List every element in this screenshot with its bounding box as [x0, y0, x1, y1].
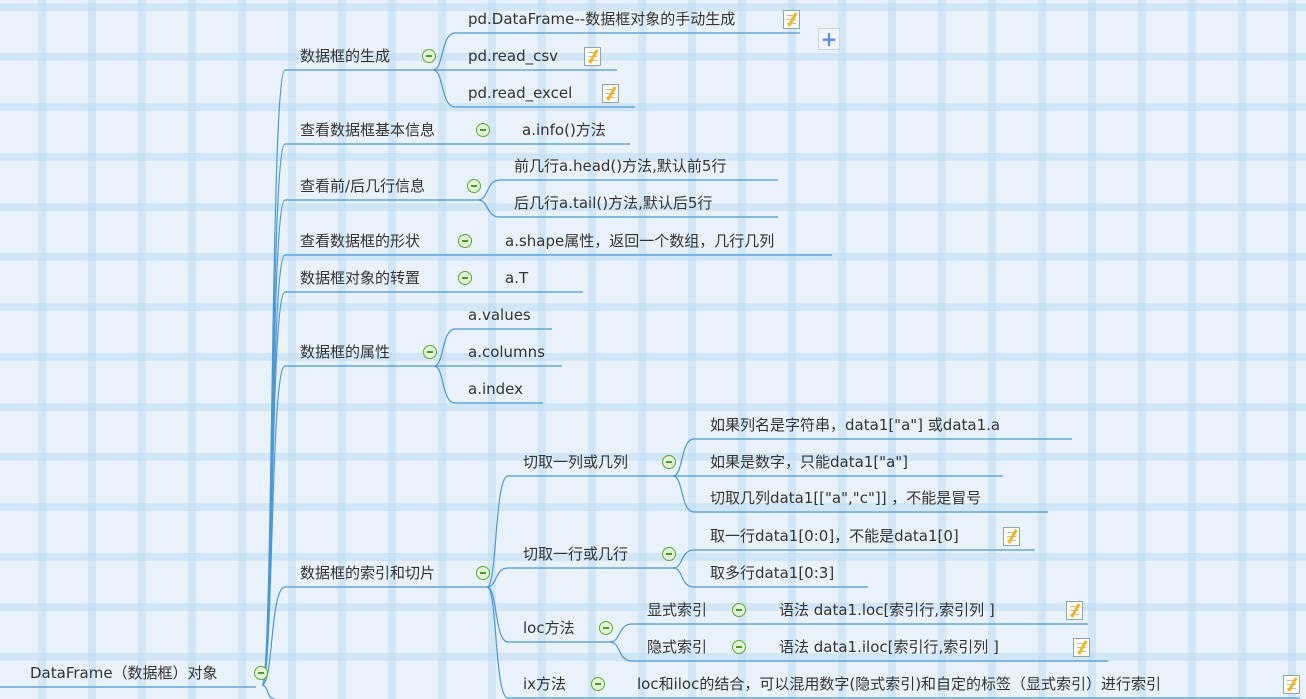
- topic-slice-columns[interactable]: 切取一列或几列: [523, 453, 629, 471]
- branch-curve: [432, 32, 456, 71]
- branch-curve: [486, 567, 509, 588]
- topic-info[interactable]: 查看数据框基本信息: [300, 121, 436, 139]
- collapse-icon[interactable]: [423, 345, 437, 359]
- subtopic[interactable]: 语法 data1.iloc[索引行,索引列 ]: [779, 638, 999, 656]
- branch-curve: [672, 438, 695, 477]
- note-icon[interactable]: [1003, 527, 1020, 546]
- collapse-icon[interactable]: [458, 234, 472, 248]
- topic-slice-rows[interactable]: 切取一行或几行: [523, 545, 629, 563]
- subtopic[interactable]: a.columns: [468, 343, 545, 361]
- subtopic[interactable]: 切取几列data1[["a","c"]] ，不能是冒号: [710, 489, 982, 507]
- note-icon[interactable]: [1283, 675, 1300, 694]
- branch-curve: [486, 586, 509, 643]
- collapse-icon[interactable]: [732, 640, 746, 654]
- subtopic[interactable]: 语法 data1.loc[索引行,索引列 ]: [779, 601, 995, 619]
- note-icon[interactable]: [584, 47, 601, 66]
- collapse-icon[interactable]: [458, 271, 472, 285]
- branch-curve: [477, 199, 501, 218]
- note-icon[interactable]: [783, 10, 800, 29]
- collapse-icon[interactable]: [476, 566, 490, 580]
- subtopic[interactable]: a.values: [468, 306, 531, 324]
- topic-generation[interactable]: 数据框的生成: [300, 47, 391, 65]
- subtopic[interactable]: 前几行a.head()方法,默认前5行: [514, 157, 727, 175]
- branch-curve: [261, 684, 276, 699]
- collapse-icon[interactable]: [732, 603, 746, 617]
- collapse-icon[interactable]: [599, 621, 613, 635]
- branch-curve: [486, 475, 509, 588]
- root-topic[interactable]: DataFrame（数据框）对象: [30, 664, 218, 682]
- collapse-icon[interactable]: [422, 49, 436, 63]
- collapse-icon[interactable]: [254, 666, 268, 680]
- collapse-icon[interactable]: [662, 547, 676, 561]
- topic-index-slice[interactable]: 数据框的索引和切片: [300, 564, 436, 582]
- subtopic[interactable]: 取多行data1[0:3]: [710, 564, 835, 582]
- branch-curve: [477, 179, 501, 201]
- branch-curve: [433, 365, 456, 404]
- subtopic-explicit[interactable]: 显式索引: [647, 601, 708, 619]
- branch-curve: [609, 641, 633, 662]
- subtopic-implicit[interactable]: 隐式索引: [647, 638, 708, 656]
- collapse-icon[interactable]: [476, 123, 490, 137]
- collapse-icon[interactable]: [467, 179, 481, 193]
- subtopic[interactable]: a.index: [468, 380, 523, 398]
- collapse-icon[interactable]: [591, 677, 605, 691]
- topic-transpose[interactable]: 数据框对象的转置: [300, 269, 421, 287]
- branch-curve: [672, 549, 695, 569]
- subtopic[interactable]: pd.DataFrame--数据框对象的手动生成: [468, 10, 736, 28]
- add-topic-button[interactable]: +: [818, 28, 840, 50]
- subtopic[interactable]: pd.read_excel: [468, 84, 573, 102]
- branch-curve: [672, 475, 695, 513]
- branch-curve: [432, 69, 456, 108]
- subtopic[interactable]: a.shape属性，返回一个数组，几行几列: [505, 232, 775, 250]
- subtopic[interactable]: 后几行a.tail()方法,默认后5行: [514, 194, 713, 212]
- subtopic[interactable]: pd.read_csv: [468, 47, 559, 65]
- branch-curve: [486, 586, 509, 699]
- subtopic[interactable]: 如果列名是字符串，data1["a"] 或data1.a: [710, 416, 1001, 434]
- topic-loc[interactable]: loc方法: [523, 619, 575, 637]
- branch-curve: [609, 623, 633, 643]
- subtopic[interactable]: loc和iloc的结合，可以混用数字(隐式索引)和自定的标签（显式索引）进行索引: [637, 675, 1162, 693]
- subtopic[interactable]: 如果是数字，只能data1["a"]: [710, 453, 909, 471]
- subtopic[interactable]: a.info()方法: [522, 121, 606, 139]
- topic-shape[interactable]: 查看数据框的形状: [300, 232, 421, 250]
- branch-curve: [261, 586, 286, 686]
- topic-attributes[interactable]: 数据框的属性: [300, 343, 391, 361]
- note-icon[interactable]: [602, 84, 619, 103]
- subtopic[interactable]: 取一行data1[0:0]，不能是data1[0]: [710, 527, 959, 545]
- branch-curve: [433, 328, 456, 367]
- branch-curve: [672, 567, 695, 588]
- topic-head-tail[interactable]: 查看前/后几行信息: [300, 177, 426, 195]
- topic-ix[interactable]: ix方法: [523, 675, 567, 693]
- note-icon[interactable]: [1073, 638, 1090, 657]
- note-icon[interactable]: [1066, 601, 1083, 620]
- collapse-icon[interactable]: [662, 455, 676, 469]
- subtopic[interactable]: a.T: [505, 269, 529, 287]
